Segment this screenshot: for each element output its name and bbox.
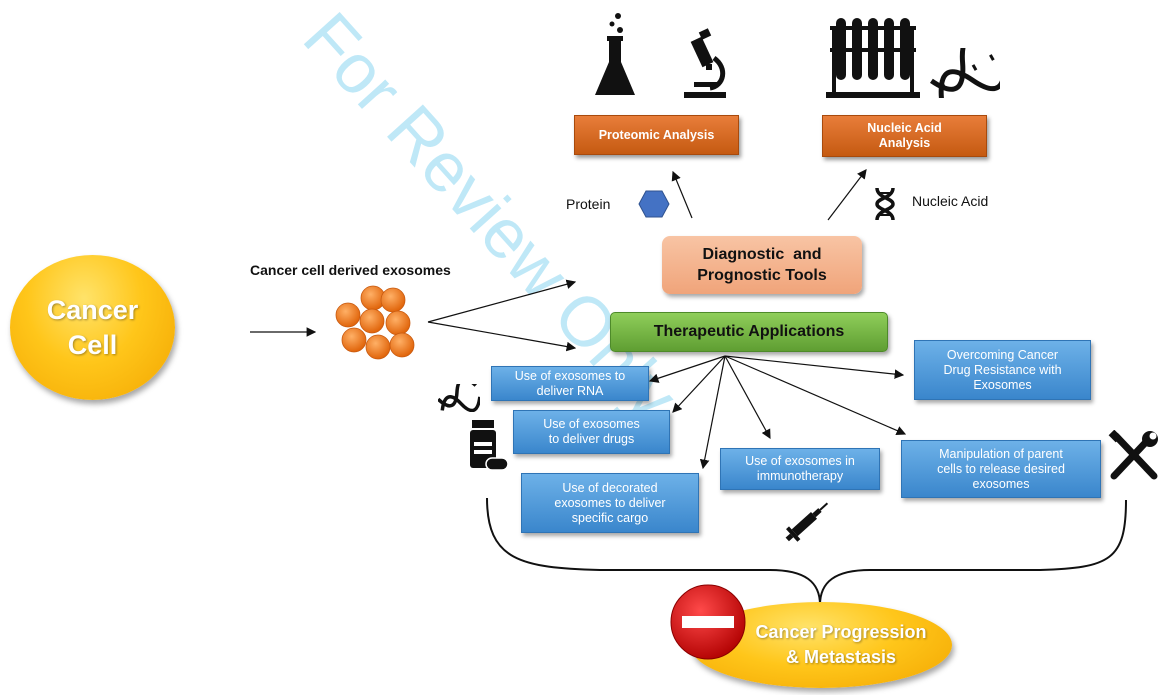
arrow-exosomes-to-therapeutic bbox=[427, 321, 577, 352]
manipulation-line3: exosomes bbox=[972, 476, 1030, 491]
exosomes-label: Cancer cell derived exosomes bbox=[250, 262, 451, 278]
arrow-to-decorated bbox=[699, 355, 726, 470]
therapeutic-applications-label: Therapeutic Applications bbox=[653, 323, 845, 340]
flask-icon bbox=[595, 13, 635, 95]
protein-label: Protein bbox=[566, 196, 611, 212]
deliver-rna-box: Use of exosomes to deliver RNA bbox=[491, 366, 649, 401]
arrow-exosomes-to-diagnostic bbox=[427, 279, 577, 323]
cancer-progression-line2: & Metastasis bbox=[785, 647, 897, 667]
arrow-to-immunotherapy bbox=[724, 355, 771, 440]
arrow-to-rna bbox=[648, 355, 726, 383]
protein-hexagon-icon bbox=[638, 190, 670, 218]
arrow-to-resistance bbox=[724, 355, 905, 379]
deliver-drugs-line2: to deliver drugs bbox=[548, 432, 635, 446]
nucleic-acid-label: Nucleic Acid bbox=[912, 193, 989, 209]
drug-resistance-line2: Drug Resistance with bbox=[943, 362, 1062, 377]
deliver-drugs-box: Use of exosomes to deliver drugs bbox=[513, 410, 670, 454]
cancer-cell-line2: Cell bbox=[67, 329, 118, 360]
deliver-drugs-line1: Use of exosomes bbox=[543, 417, 640, 431]
drug-resistance-box: Overcoming Cancer Drug Resistance with E… bbox=[914, 340, 1091, 400]
small-dna-icon bbox=[875, 187, 895, 221]
manipulation-line1: Manipulation of parent bbox=[939, 446, 1063, 461]
diagnostic-tools-line1: Diagnostic and bbox=[702, 246, 822, 263]
nucleic-acid-analysis-box: Nucleic Acid Analysis bbox=[822, 115, 987, 157]
immunotherapy-line1: Use of exosomes in bbox=[745, 454, 855, 468]
microscope-icon bbox=[684, 28, 726, 98]
deliver-rna-line1: Use of exosomes to bbox=[514, 368, 626, 383]
exosome-cluster-icon bbox=[335, 285, 415, 360]
nucleic-acid-analysis-line2: Analysis bbox=[878, 136, 931, 150]
deliver-rna-line2: deliver RNA bbox=[536, 383, 604, 398]
proteomic-analysis-box: Proteomic Analysis bbox=[574, 115, 739, 155]
cancer-cell-line1: Cancer bbox=[46, 294, 139, 325]
arrow-to-drugs bbox=[672, 355, 726, 413]
test-tubes-icon bbox=[826, 18, 920, 98]
arrow-to-proteomic bbox=[671, 170, 693, 219]
immunotherapy-line2: immunotherapy bbox=[756, 469, 844, 483]
nucleic-acid-analysis-line1: Nucleic Acid bbox=[867, 121, 942, 135]
arrow-to-manipulation bbox=[724, 355, 907, 436]
syringe-icon bbox=[785, 502, 829, 542]
diagnostic-tools-line2: Prognostic Tools bbox=[697, 267, 827, 284]
decorated-exosomes-box: Use of decorated exosomes to deliver spe… bbox=[521, 473, 699, 533]
immunotherapy-box: Use of exosomes in immunotherapy bbox=[720, 448, 880, 490]
drug-resistance-line3: Exosomes bbox=[973, 377, 1032, 392]
therapeutic-applications-box: Therapeutic Applications bbox=[610, 312, 888, 352]
decorated-exosomes-line3: specific cargo bbox=[571, 510, 649, 525]
manipulation-line2: cells to release desired bbox=[937, 461, 1065, 476]
drug-resistance-line1: Overcoming Cancer bbox=[946, 347, 1059, 362]
rna-dna-icon bbox=[438, 384, 480, 412]
diagnostic-tools-box: Diagnostic and Prognostic Tools bbox=[662, 236, 862, 294]
cancer-progression-line1: Cancer Progression bbox=[755, 622, 927, 642]
pill-bottle-icon bbox=[470, 420, 508, 471]
proteomic-analysis-label: Proteomic Analysis bbox=[598, 127, 715, 142]
arrow-to-nucleic bbox=[827, 169, 867, 221]
manipulation-box: Manipulation of parent cells to release … bbox=[901, 440, 1101, 498]
decorated-exosomes-line2: exosomes to deliver bbox=[554, 495, 666, 510]
cancer-cell-node: Cancer Cell bbox=[10, 255, 175, 400]
decorated-exosomes-line1: Use of decorated bbox=[562, 480, 658, 495]
dna-icon bbox=[930, 48, 1000, 98]
inhibit-icon bbox=[670, 584, 746, 660]
tools-icon bbox=[1108, 430, 1158, 480]
